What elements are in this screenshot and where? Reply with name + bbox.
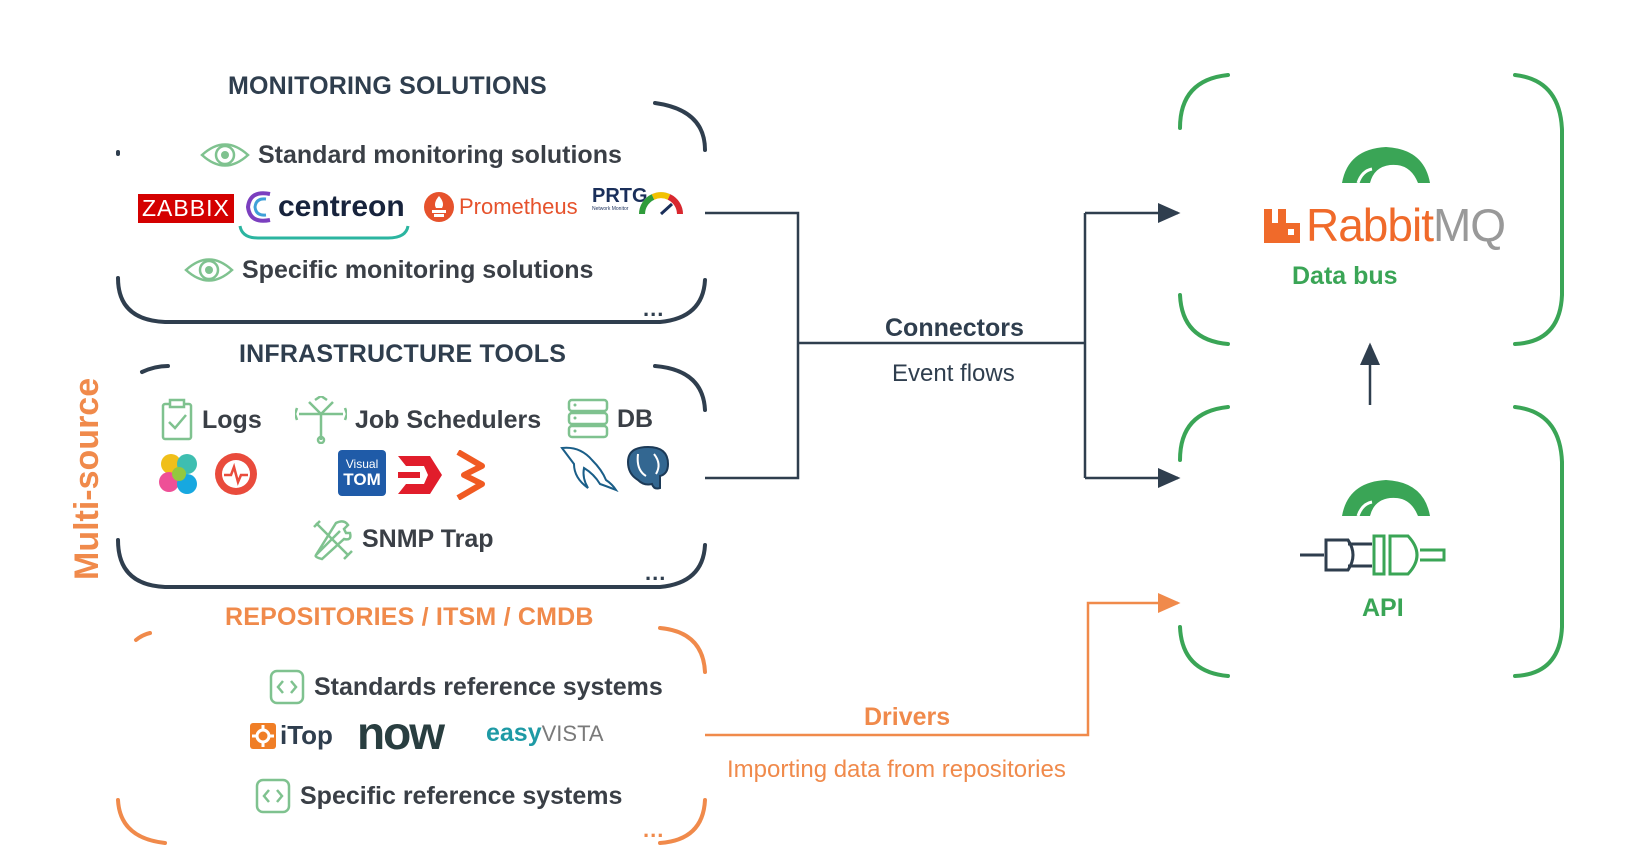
visual-tom-logo: Visual TOM [338,450,386,496]
itop-logo: iTop [249,720,333,751]
data-bus-bracket [1178,73,1564,346]
specific-reference-label: Specific reference systems [300,781,623,810]
easyvista-logo: easy VISTA [486,719,604,747]
tools-icon [310,517,354,561]
infrastructure-bracket [116,364,707,589]
clipboard-icon [160,398,194,442]
code-box-icon [254,777,292,815]
db-label: DB [617,404,654,433]
logs-label: Logs [202,405,262,434]
automic-icon [456,450,485,500]
servicenow-logo: now [357,707,445,759]
driver-lines [705,593,1181,737]
bridge-icon [1342,147,1430,184]
bridge-icon [1342,480,1430,517]
importing-data-label: Importing data from repositories [727,756,1066,783]
db-row: DB [567,398,653,440]
connector-lines [705,203,1380,488]
server-icon [567,398,609,440]
mysql-dolphin-icon [560,446,619,493]
monitoring-more: ... [643,296,665,321]
rabbitmq-icon [1264,209,1300,243]
monitoring-title: MONITORING SOLUTIONS [228,72,547,100]
control-m-icon [398,456,442,494]
multi-source-label: Multi-source [68,377,106,580]
centreon-logo: centreon [244,188,405,226]
connectors-label: Connectors [885,314,1024,342]
centreon-icon [245,191,271,223]
snmp-row: SNMP Trap [310,517,494,561]
plug-connector-icon [1300,534,1446,576]
standard-monitoring-label: Standard monitoring solutions [258,140,622,169]
centreon-underline [238,225,410,240]
infrastructure-title: INFRASTRUCTURE TOOLS [239,340,567,368]
itop-icon [250,722,276,749]
standard-monitoring-row: Standard monitoring solutions [200,138,622,172]
postgresql-elephant-icon [626,445,670,490]
event-flows-label: Event flows [892,360,1015,387]
infrastructure-more: ... [645,560,667,585]
monitoring-bracket [116,101,707,324]
job-schedulers-label: Job Schedulers [355,405,542,434]
code-box-icon [268,668,306,706]
standards-reference-row: Standards reference systems [268,668,663,706]
standards-reference-label: Standards reference systems [314,672,663,701]
prometheus-icon [424,192,454,222]
eye-icon [200,138,250,172]
specific-monitoring-row: Specific monitoring solutions [184,253,593,287]
prtg-logo: PRTG Network Monitor [592,185,648,212]
specific-reference-row: Specific reference systems [254,777,622,815]
repositories-bracket [116,626,707,845]
graylog-icon [215,453,257,495]
repositories-more: ... [643,817,665,842]
elastic-icon [159,454,197,494]
snmp-label: SNMP Trap [362,524,494,553]
drivers-label: Drivers [864,703,951,731]
prtg-gauge-icon [639,192,683,216]
zabbix-logo: ZABBIX [138,194,234,223]
repositories-title: REPOSITORIES / ITSM / CMDB [225,603,594,631]
logs-row: Logs [160,398,262,442]
data-bus-label: Data bus [1292,262,1398,290]
api-label: API [1362,594,1404,622]
eye-icon [184,253,234,287]
specific-monitoring-label: Specific monitoring solutions [242,255,594,284]
prometheus-logo: Prometheus [423,191,578,223]
rabbitmq-logo: Rabbit MQ [1262,198,1506,252]
flow-arrows-icon [295,396,347,444]
api-bracket [1178,405,1564,678]
job-schedulers-row: Job Schedulers [295,396,541,444]
